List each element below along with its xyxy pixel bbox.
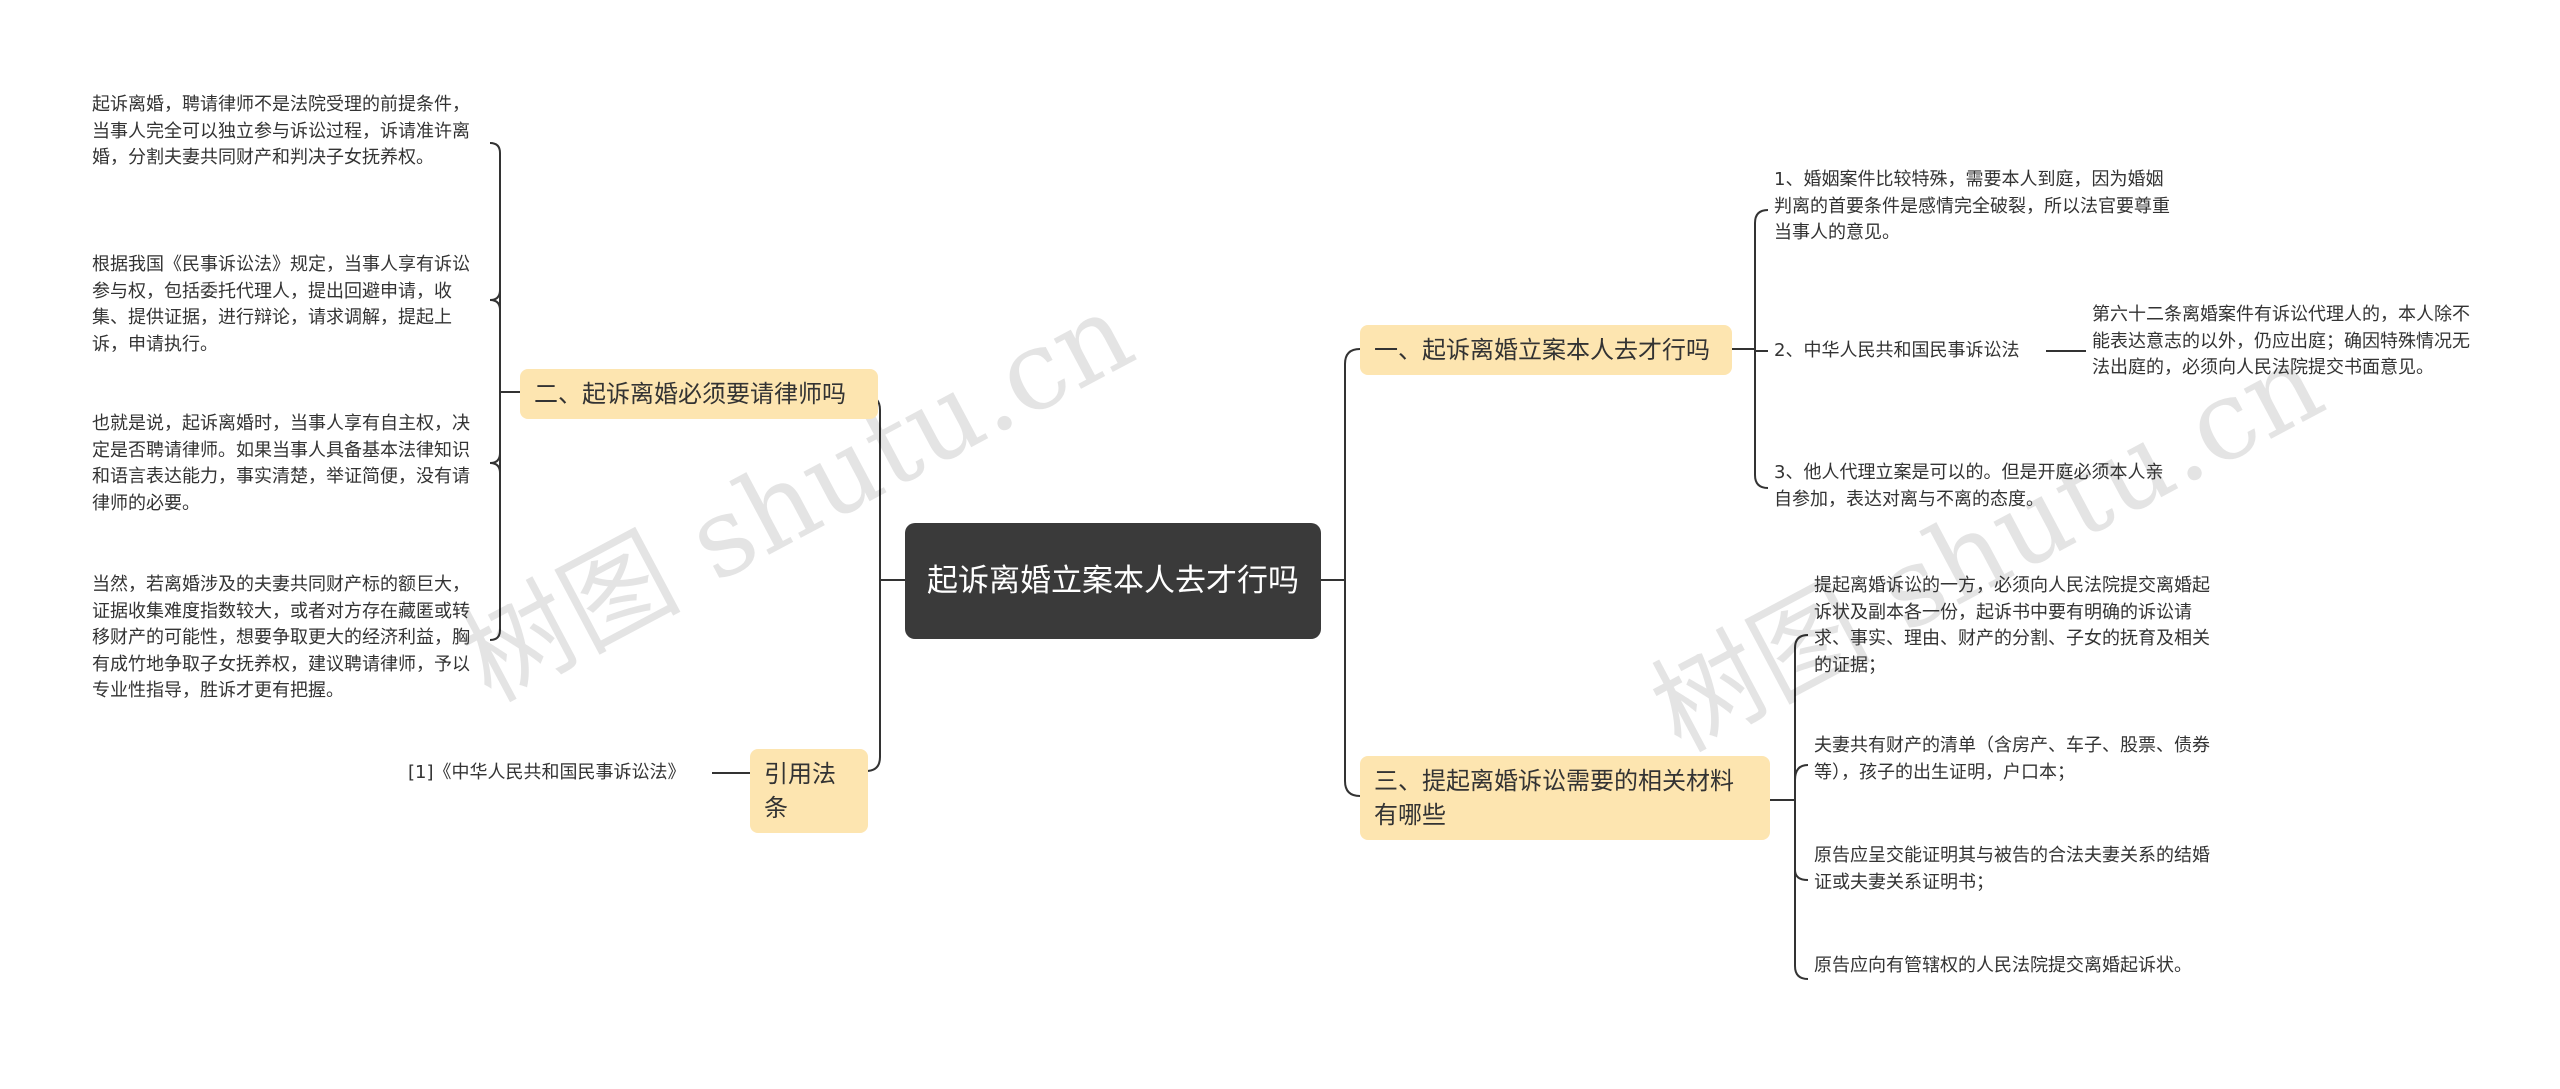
leaf-node: 3、他人代理立案是可以的。但是开庭必须本人亲自参加，表达对离与不离的态度。 [1774, 462, 2164, 510]
connector-right-spine [1344, 348, 1361, 797]
leaf-node: 起诉离婚，聘请律师不是法院受理的前提条件，当事人完全可以独立参与诉讼过程，诉请准… [92, 94, 470, 168]
root-title: 起诉离婚立案本人去才行吗 [927, 563, 1299, 599]
leaf-node: 原告应呈交能证明其与被告的合法夫妻关系的结婚证或夫妻关系证明书； [1814, 845, 2210, 893]
connector-right-b2-bracket [1794, 634, 1809, 980]
branch-cited-law[interactable]: 引用法条 [750, 749, 868, 833]
branch-lawyer-needed[interactable]: 二、起诉离婚必须要请律师吗 [520, 369, 878, 419]
leaf-node: 根据我国《民事诉讼法》规定，当事人享有诉讼参与权，包括委托代理人，提出回避申请，… [92, 254, 470, 355]
branch-label: 引用法条 [764, 760, 836, 822]
leaf-node: 原告应向有管辖权的人民法院提交离婚起诉状。 [1814, 955, 2192, 976]
leaf-node: 1、婚姻案件比较特殊，需要本人到庭，因为婚姻判离的首要条件是感情完全破裂，所以法… [1774, 169, 2170, 243]
leaf-node: 第六十二条离婚案件有诉讼代理人的，本人除不能表达意志的以外，仍应出庭；确因特殊情… [2092, 304, 2470, 378]
branch-label: 二、起诉离婚必须要请律师吗 [534, 380, 846, 408]
branch-required-materials[interactable]: 三、提起离婚诉讼需要的相关材料有哪些 [1360, 756, 1770, 840]
leaf-node: [1]《中华人民共和国民事诉讼法》 [408, 762, 686, 783]
connector-left-spine [865, 395, 881, 772]
leaf-node: 2、中华人民共和国民事诉讼法 [1774, 340, 2020, 361]
leaf-node: 当然，若离婚涉及的夫妻共同财产标的额巨大，证据收集难度指数较大，或者对方存在藏匿… [92, 574, 470, 701]
leaf-node: 提起离婚诉讼的一方，必须向人民法院提交离婚起诉状及副本各一份，起诉书中要有明确的… [1814, 575, 2210, 676]
branch-label: 三、提起离婚诉讼需要的相关材料有哪些 [1374, 767, 1734, 829]
connector-left-b1-bracket [489, 142, 501, 641]
leaf-node: 也就是说，起诉离婚时，当事人享有自主权，决定是否聘请律师。如果当事人具备基本法律… [92, 413, 470, 514]
leaf-node: 夫妻共有财产的清单（含房产、车子、股票、债券等），孩子的出生证明，户口本； [1814, 735, 2210, 783]
branch-label: 一、起诉离婚立案本人去才行吗 [1374, 336, 1710, 364]
root-node[interactable]: 起诉离婚立案本人去才行吗 [905, 523, 1321, 639]
branch-filing-in-person[interactable]: 一、起诉离婚立案本人去才行吗 [1360, 325, 1732, 375]
connector-right-b1-bracket [1754, 209, 1769, 489]
